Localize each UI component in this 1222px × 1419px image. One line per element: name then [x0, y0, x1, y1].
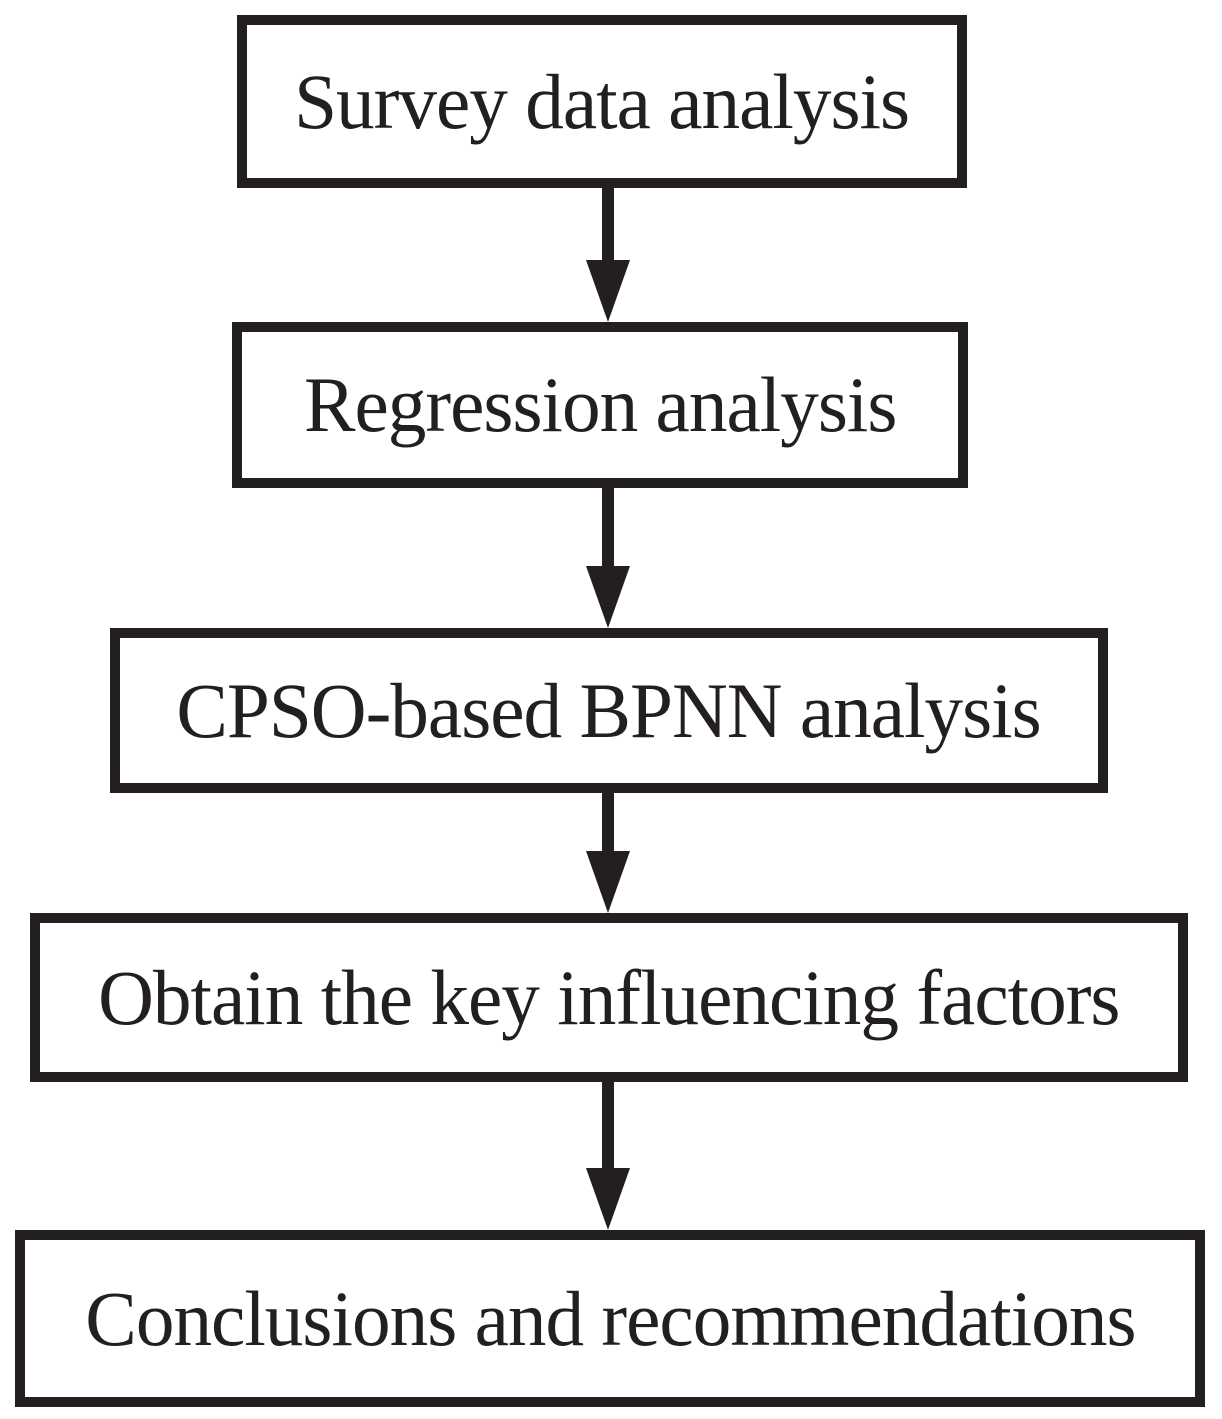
node-cpso-bpnn-analysis: CPSO-based BPNN analysis: [110, 628, 1108, 793]
node-regression-analysis: Regression analysis: [232, 322, 968, 488]
node-survey-data-analysis: Survey data analysis: [237, 15, 967, 188]
arrow-down-icon: [586, 186, 630, 322]
node-key-influencing-factors: Obtain the key influencing factors: [30, 913, 1188, 1082]
node-label: Conclusions and recommendations: [84, 1274, 1136, 1362]
arrow-down-icon: [586, 486, 630, 628]
node-label: Regression analysis: [303, 361, 897, 448]
node-label: CPSO-based BPNN analysis: [176, 666, 1042, 754]
arrow-down-icon: [586, 1080, 630, 1230]
node-label: Survey data analysis: [294, 57, 911, 145]
node-conclusions-recommendations: Conclusions and recommendations: [15, 1230, 1205, 1407]
arrow-down-icon: [586, 791, 630, 913]
node-label: Obtain the key influencing factors: [98, 953, 1120, 1041]
